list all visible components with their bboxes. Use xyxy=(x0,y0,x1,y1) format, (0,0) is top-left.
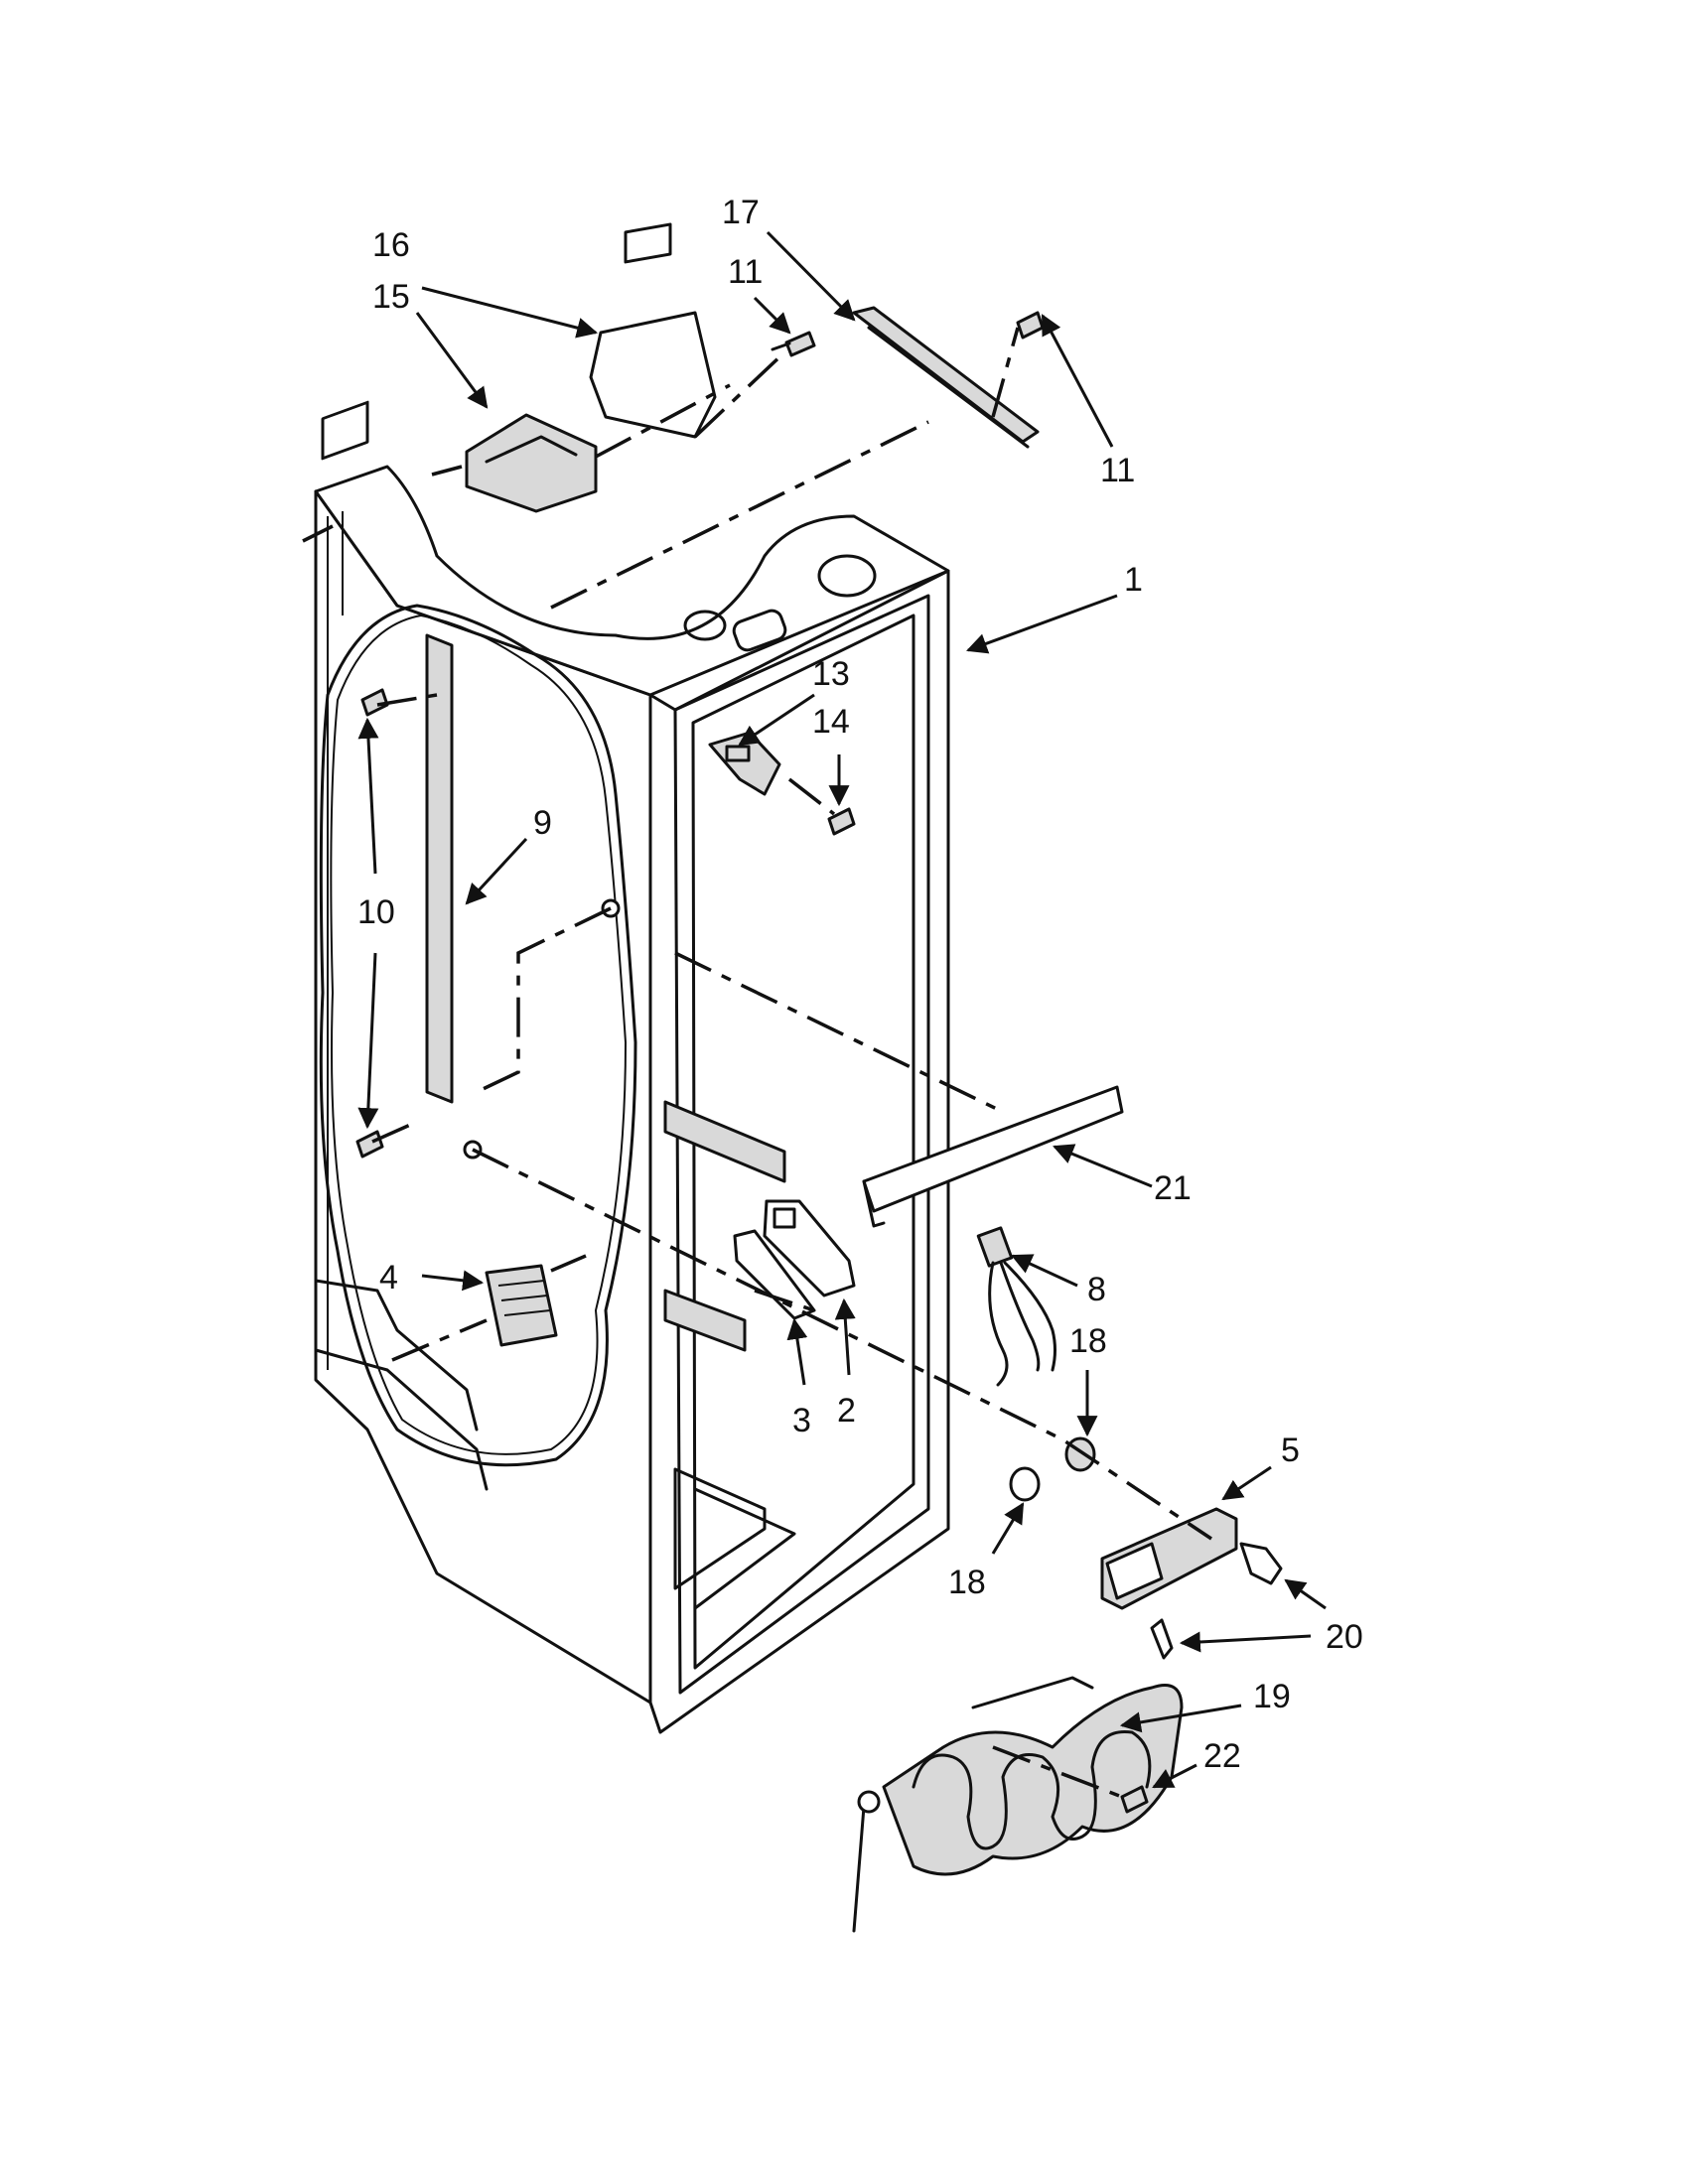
label-part-4: 4 xyxy=(379,1259,398,1297)
screw-11-right xyxy=(1016,311,1045,340)
label-part-5: 5 xyxy=(1281,1432,1300,1469)
label-part-13: 13 xyxy=(812,655,850,693)
screw-14 xyxy=(827,807,856,836)
part-20-bulb-upper xyxy=(1239,1542,1283,1585)
label-part-18-lower: 18 xyxy=(948,1564,986,1601)
part-21-crossbar xyxy=(862,1085,1124,1228)
label-part-2: 2 xyxy=(837,1392,856,1430)
label-part-11-right: 11 xyxy=(1100,452,1135,489)
label-part-20: 20 xyxy=(1326,1618,1363,1656)
label-part-9: 9 xyxy=(533,804,552,842)
label-part-21: 21 xyxy=(1154,1169,1192,1207)
part-17-rail xyxy=(852,306,1040,449)
part-8-wire-harness xyxy=(976,1226,1056,1387)
assembly-lines xyxy=(302,327,1212,1799)
label-part-10: 10 xyxy=(357,893,395,931)
part-5-light-housing xyxy=(1100,1507,1238,1610)
part-20-bulb-lower xyxy=(1150,1618,1174,1660)
screw-10-bottom xyxy=(355,1130,384,1159)
label-part-18-upper: 18 xyxy=(1069,1322,1107,1360)
part-4-vent xyxy=(485,1264,558,1347)
cabinet-liner xyxy=(314,400,950,1734)
label-part-19: 19 xyxy=(1253,1678,1291,1715)
label-part-8: 8 xyxy=(1087,1271,1106,1308)
part-2-bracket xyxy=(763,1199,856,1297)
label-part-14: 14 xyxy=(812,703,850,741)
label-part-16: 16 xyxy=(372,226,410,264)
label-part-15: 15 xyxy=(372,278,410,316)
label-part-11-upper: 11 xyxy=(728,253,763,291)
part-15-housing xyxy=(465,413,598,513)
label-part-3: 3 xyxy=(792,1402,811,1439)
screw-22 xyxy=(1120,1785,1149,1814)
screw-11-left xyxy=(771,331,816,357)
label-part-1: 1 xyxy=(1124,561,1143,599)
part-19-heater xyxy=(852,1676,1184,1933)
leader-arrows xyxy=(357,230,1327,1789)
label-part-22: 22 xyxy=(1203,1737,1241,1775)
part-18-grommet-lower xyxy=(1009,1466,1041,1502)
part-labels: 1 2 3 4 5 8 9 10 11 11 13 14 15 16 17 18… xyxy=(357,194,1363,1775)
label-part-17: 17 xyxy=(722,194,760,231)
